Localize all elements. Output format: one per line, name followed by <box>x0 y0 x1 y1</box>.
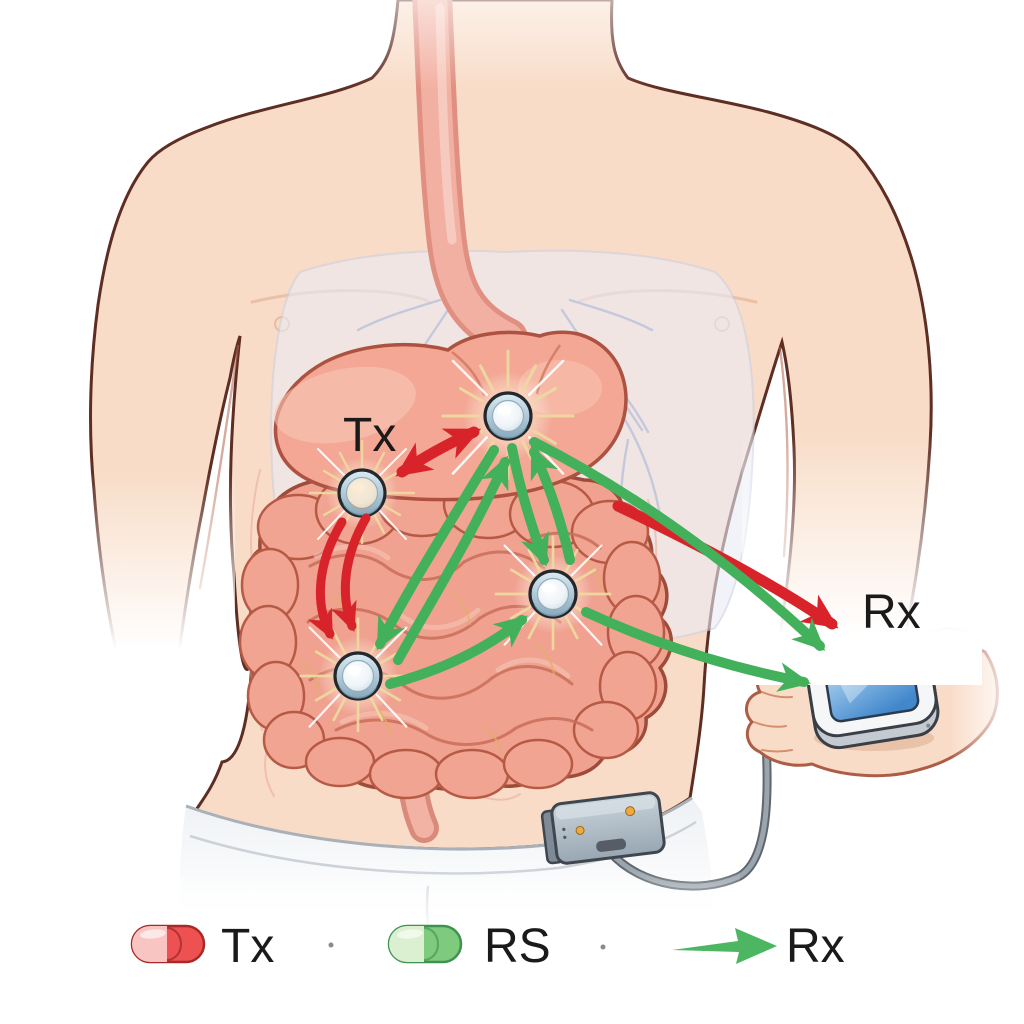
legend-label-rs: RS <box>484 920 551 973</box>
belt-unit-port <box>596 838 627 852</box>
separator-dot <box>600 944 606 950</box>
capsule-lower-left <box>333 651 383 701</box>
left-arm-fade <box>50 470 235 695</box>
capsule-tx-warm-tint <box>347 478 377 509</box>
rs-green-capsule-icon <box>387 924 463 964</box>
red-arrow-tx-lowerleft-2 <box>331 513 371 633</box>
belt-unit-led <box>575 825 585 835</box>
green-arrow-lowerleft-right <box>385 615 528 689</box>
signal-arrows <box>307 426 839 692</box>
capsule-right <box>528 569 578 619</box>
green-arrow-stomach-right <box>507 443 550 567</box>
rx-green-arrow-icon <box>672 928 777 964</box>
red-arrow-to-receiver <box>612 500 839 630</box>
legend: Tx RS Rx <box>130 920 845 973</box>
red-arrow-tx-stomach <box>395 426 482 478</box>
green-arrow-stomach-to-receiver <box>529 437 826 651</box>
legend-label-tx: Tx <box>221 920 274 973</box>
separator-dot <box>328 942 334 948</box>
tx-red-capsule-icon <box>130 924 206 964</box>
green-arrow-right-stomach <box>529 445 575 565</box>
legend-label-rx: Rx <box>786 920 845 973</box>
capsule-stomach <box>483 391 533 441</box>
tx-label: Tx <box>343 409 396 462</box>
neck-fade <box>330 0 700 90</box>
rx-label: Rx <box>862 586 921 639</box>
red-arrow-tx-lowerleft-1 <box>307 517 347 640</box>
green-arrow-right-to-receiver <box>581 607 812 692</box>
green-arrow-lowerleft-stomach <box>393 455 510 665</box>
belt-unit-led <box>625 806 636 817</box>
right-arm-fade <box>742 430 982 685</box>
wrist-fade <box>950 590 1024 810</box>
green-arrow-stomach-lowerleft <box>375 445 499 651</box>
belt-unit <box>540 791 666 865</box>
capsule-nodes <box>299 349 612 733</box>
